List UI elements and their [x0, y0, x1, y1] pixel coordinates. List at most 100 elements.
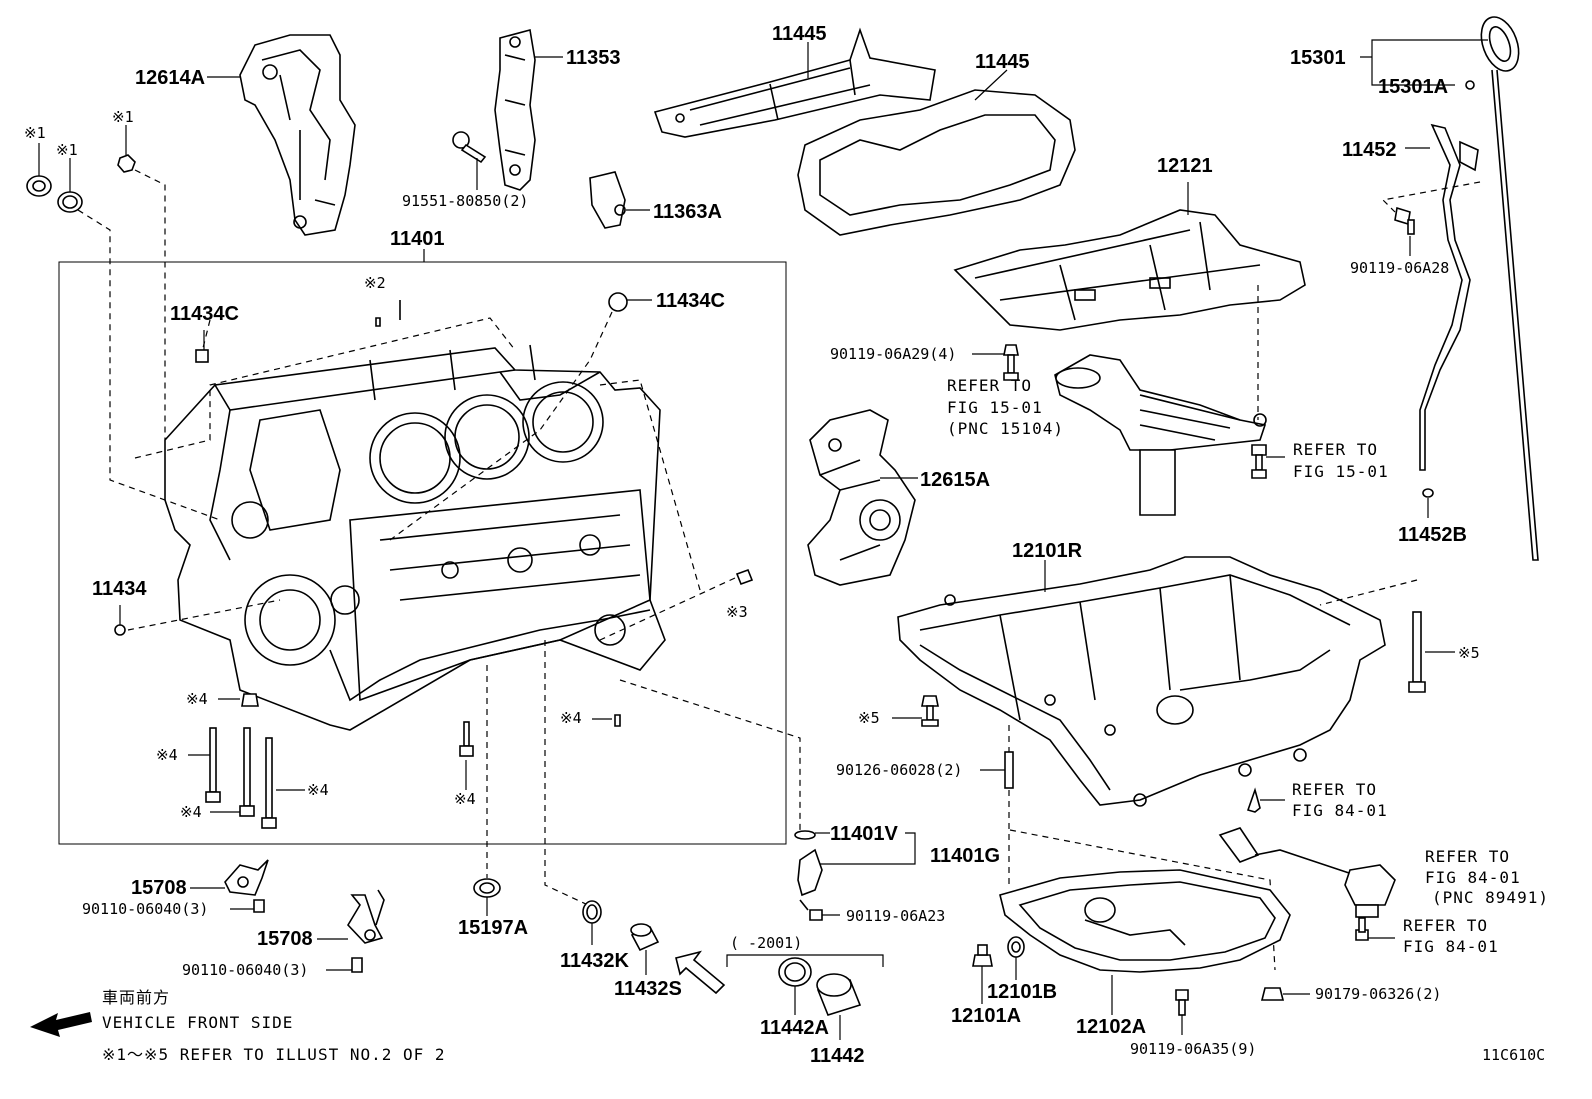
label-12615A: 12615A [920, 469, 990, 491]
label-15301: 15301 [1290, 47, 1346, 69]
label-11434: 11434 [92, 578, 147, 600]
label-11401G: 11401G [930, 845, 1000, 867]
reference-marks: ※1 ※1 ※1 ※2 ※3 ※4 ※4 ※4 ※4 ※4 ※4 ※5 ※5 [24, 108, 1480, 821]
oil-strainer [1054, 354, 1267, 516]
label-90119-06A29: 90119-06A29(4) [830, 345, 956, 363]
mark-4b: ※4 [156, 746, 178, 764]
bolt-oilpan-5-right [1408, 611, 1426, 693]
drain-plug-12101A [972, 944, 993, 967]
bolt-strainer [1251, 444, 1267, 479]
vehicle-front-en: VEHICLE FRONT SIDE [102, 1013, 293, 1032]
label-11432S: 11432S [614, 978, 682, 1000]
cover-12614A [239, 34, 356, 236]
oring-11442A [778, 957, 812, 987]
illustration-code: 11C610C [1482, 1046, 1545, 1064]
label-90119-06A35: 90119-06A35(9) [1130, 1040, 1256, 1058]
label-11363A: 11363A [653, 201, 722, 223]
bolt-oilpan-5-left [921, 695, 939, 727]
mark-1b: ※1 [56, 141, 78, 159]
bolt-90119-06A35 [1175, 989, 1189, 1016]
year-range: ( -2001) [730, 934, 802, 952]
plug-11442 [816, 973, 862, 1016]
label-11434C-left: 11434C [170, 303, 239, 325]
direction-arrow [675, 950, 726, 995]
refer-1-line2: FIG 15-01 [947, 398, 1043, 417]
plug-11434C-left [195, 349, 209, 363]
label-11442: 11442 [810, 1045, 865, 1067]
label-91551: 91551-80850(2) [402, 192, 528, 210]
baffle-12121 [953, 209, 1306, 331]
refer-3-line1: REFER TO [1292, 780, 1377, 799]
label-11445-gasket: 11445 [975, 51, 1030, 73]
label-11445-upper: 11445 [772, 23, 827, 45]
label-12101A: 12101A [951, 1005, 1021, 1027]
stud-90126 [1004, 751, 1014, 789]
plug-11434 [114, 624, 126, 636]
refer-4-line2: FIG 84-01 [1425, 868, 1521, 887]
gasket-11401V [794, 830, 816, 840]
gasket-12101B [1007, 936, 1025, 958]
label-11452: 11452 [1342, 139, 1397, 161]
mark-5b: ※5 [858, 709, 880, 727]
label-12102A: 12102A [1076, 1016, 1146, 1038]
vehicle-front-arrow [30, 1012, 92, 1037]
dipstick-guide-11452 [1419, 123, 1479, 498]
plug-11432S [630, 923, 660, 952]
label-11434C-right: 11434C [656, 290, 725, 312]
oring-11432K [582, 900, 602, 924]
refer-4-line1: REFER TO [1425, 847, 1510, 866]
bolt-90119-06A28 [1394, 206, 1415, 235]
label-11432K: 11432K [560, 950, 630, 972]
part-labels: 12614A 11353 11445 11445 15301 15301A 11… [82, 23, 1467, 1067]
vehicle-front-jp: 車両前方 [102, 988, 170, 1007]
label-90126: 90126-06028(2) [836, 761, 962, 779]
oil-pan-12102A [999, 869, 1291, 973]
mark-2: ※2 [364, 274, 386, 292]
plug-washers [26, 154, 136, 213]
mark-4e: ※4 [454, 790, 476, 808]
illustration-note: ※1～※5 REFER TO ILLUST NO.2 OF 2 [102, 1045, 446, 1064]
seal-15197A [473, 878, 501, 898]
refer-1-line3: (PNC 15104) [947, 419, 1064, 438]
bracket-15708-upper [224, 859, 269, 913]
oil-cover-11445-upper [653, 27, 936, 138]
refer-4-line3: (PNC 89491) [1432, 888, 1549, 907]
refer-1-line1: REFER TO [947, 376, 1032, 395]
mark-4f: ※4 [560, 709, 582, 727]
mark-1a: ※1 [24, 124, 46, 142]
label-12101R: 12101R [1012, 540, 1083, 562]
mark-4d: ※4 [307, 781, 329, 799]
label-90119-06A28: 90119-06A28 [1350, 259, 1449, 277]
cover-12615A [807, 409, 916, 586]
refer-2-line2: FIG 15-01 [1293, 462, 1389, 481]
bolt-sensor [1355, 917, 1369, 941]
gasket-11445 [797, 89, 1076, 236]
label-90110-lower: 90110-06040(3) [182, 961, 308, 979]
mark-1c: ※1 [112, 108, 134, 126]
oil-pan-12101R [897, 556, 1386, 807]
label-11401V: 11401V [830, 823, 899, 845]
mark-3: ※3 [726, 603, 748, 621]
refer-3-line2: FIG 84-01 [1292, 801, 1388, 820]
nut-90179 [1260, 987, 1285, 1001]
refer-5-line2: FIG 84-01 [1403, 937, 1499, 956]
cover-11353 [494, 29, 536, 191]
refer-2-line1: REFER TO [1293, 440, 1378, 459]
dipstick-15301 [1465, 16, 1539, 561]
mark-5a: ※5 [1458, 644, 1480, 662]
part-11363A [589, 171, 626, 229]
bracket-15708-lower [347, 889, 385, 973]
label-11452B: 11452B [1398, 524, 1467, 546]
refer-5-line1: REFER TO [1403, 916, 1488, 935]
label-15708-lower: 15708 [257, 928, 313, 950]
oil-level-sensor [1218, 827, 1396, 918]
label-12614A: 12614A [135, 67, 205, 89]
plug-11434C-right [608, 292, 628, 312]
label-15197A: 15197A [458, 917, 528, 939]
label-15301A: 15301A [1378, 76, 1448, 98]
bolt-91551 [452, 131, 487, 164]
refer-notes: REFER TO FIG 15-01 (PNC 15104) REFER TO … [947, 376, 1549, 956]
bolt-90119-06A29 [1003, 344, 1019, 381]
label-11442A: 11442A [760, 1017, 829, 1039]
